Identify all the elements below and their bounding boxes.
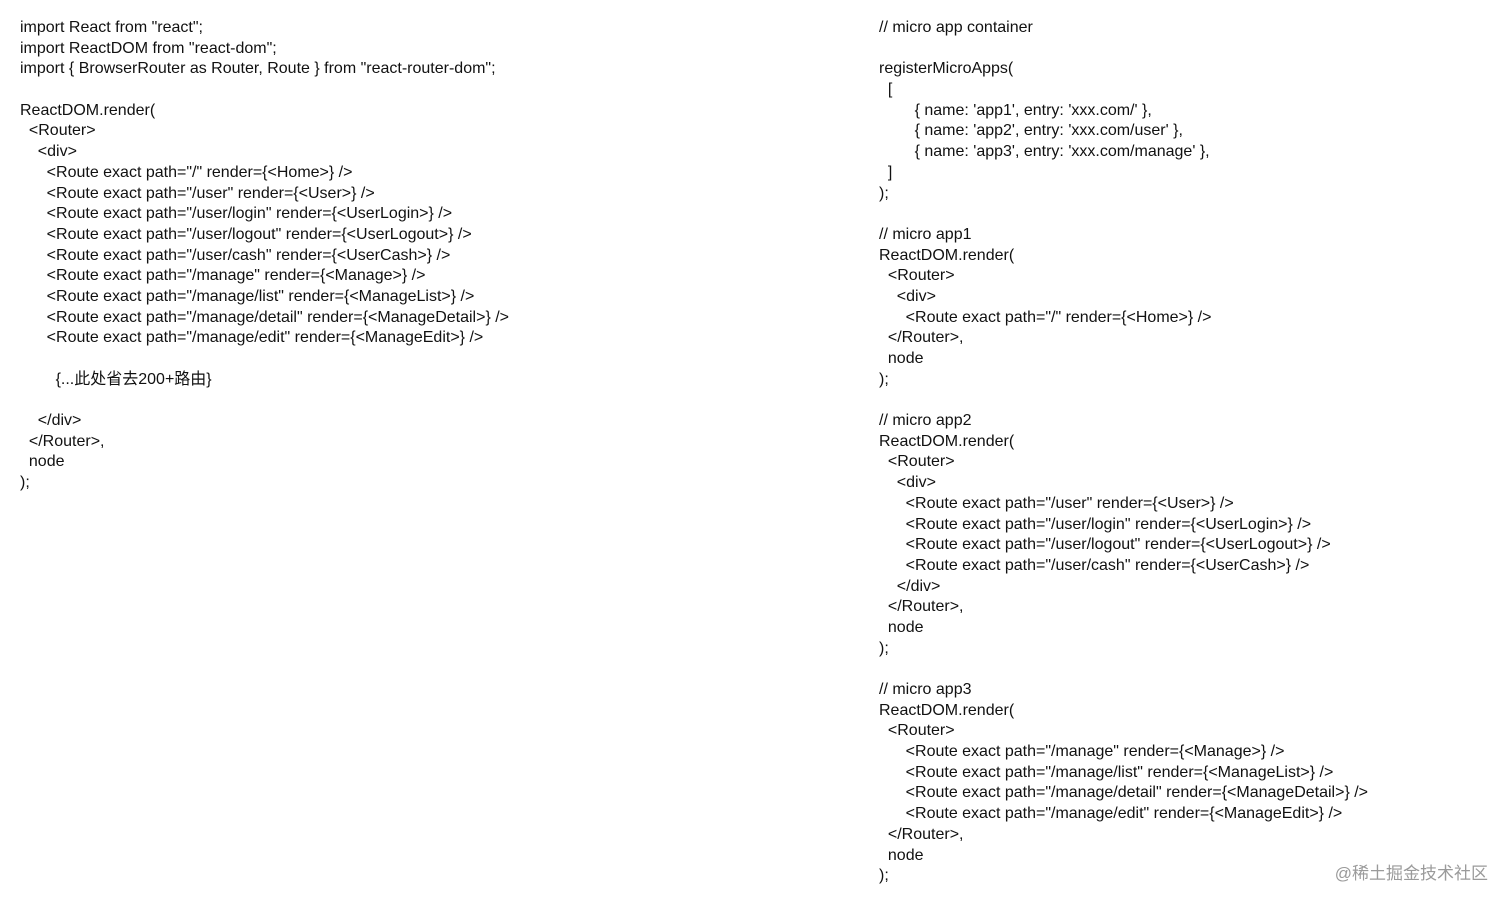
code-line xyxy=(879,390,1499,411)
code-line: </div> xyxy=(20,412,82,430)
code-line: node xyxy=(20,453,65,471)
code-line: // micro app3 xyxy=(879,681,972,698)
code-line: import React from "react"; xyxy=(20,19,203,36)
code-line xyxy=(879,39,1499,60)
code-line: <Route exact path="/manage/list" render=… xyxy=(20,287,475,305)
code-line: <div> xyxy=(20,143,77,161)
code-line: <Route exact path="/user" render={<User>… xyxy=(879,494,1234,512)
code-line: <Route exact path="/user/cash" render={<… xyxy=(20,246,451,264)
code-line: <div> xyxy=(879,287,936,305)
code-line: {...此处省去200+路由} xyxy=(20,370,212,388)
code-line: <Router> xyxy=(879,267,955,285)
code-line: <Route exact path="/manage/detail" rende… xyxy=(20,308,510,326)
code-line: <Route exact path="/user/login" render={… xyxy=(879,515,1312,533)
code-line: { name: 'app1', entry: 'xxx.com/' }, xyxy=(879,101,1152,119)
code-line xyxy=(879,659,1499,680)
code-line: <Route exact path="/user/logout" render=… xyxy=(20,225,472,243)
code-line: node xyxy=(879,846,924,864)
code-line: { name: 'app3', entry: 'xxx.com/manage' … xyxy=(879,143,1210,161)
code-line: ); xyxy=(20,474,30,492)
code-line: <Router> xyxy=(20,122,96,140)
code-line: ReactDOM.render( xyxy=(879,246,1015,264)
code-line: ); xyxy=(879,867,889,885)
code-line: </Router>, xyxy=(879,825,964,843)
code-line xyxy=(879,204,1499,225)
code-line: <Route exact path="/user/cash" render={<… xyxy=(879,556,1310,574)
code-line: <Route exact path="/manage/edit" render=… xyxy=(20,329,484,347)
code-line: </Router>, xyxy=(20,432,105,450)
watermark: @稀土掘金技术社区 xyxy=(1334,864,1488,883)
code-line: <Route exact path="/user/logout" render=… xyxy=(879,536,1331,554)
code-line: // micro app2 xyxy=(879,412,972,430)
code-line: node xyxy=(879,350,924,367)
code-line: <div> xyxy=(879,474,936,492)
code-line: ReactDOM.render( xyxy=(879,432,1015,450)
code-line: <Route exact path="/manage" render={<Man… xyxy=(20,267,426,285)
code-line: // micro app1 xyxy=(879,225,972,243)
code-line: ); xyxy=(879,370,889,388)
code-line: ReactDOM.render( xyxy=(20,101,156,119)
code-line: ); xyxy=(879,184,889,202)
code-line: <Route exact path="/user" render={<User>… xyxy=(20,184,375,202)
monolith-router-code: import React from "react"; import ReactDO… xyxy=(20,18,840,494)
code-line xyxy=(20,80,840,101)
code-line: ReactDOM.render( xyxy=(879,701,1015,719)
code-line: import ReactDOM from "react-dom"; xyxy=(20,39,277,57)
micro-apps-code: // micro app container registerMicroApps(… xyxy=(879,18,1499,887)
code-line: <Route exact path="/user/login" render={… xyxy=(20,205,453,223)
code-line: [ xyxy=(879,81,893,99)
code-line: <Route exact path="/" render={<Home>} /> xyxy=(879,308,1212,326)
code-line: <Route exact path="/" render={<Home>} /> xyxy=(20,163,353,181)
code-line xyxy=(20,349,840,370)
code-line: <Route exact path="/manage/detail" rende… xyxy=(879,784,1369,802)
code-line: node xyxy=(879,618,924,636)
code-line: <Route exact path="/manage" render={<Man… xyxy=(879,743,1285,761)
code-line: <Route exact path="/manage/edit" render=… xyxy=(879,805,1343,823)
code-line: </Router>, xyxy=(879,329,964,347)
code-line: { name: 'app2', entry: 'xxx.com/user' }, xyxy=(879,122,1183,140)
code-line: <Router> xyxy=(879,453,955,471)
code-line: ] xyxy=(879,163,893,181)
code-line xyxy=(20,390,840,411)
code-line: <Router> xyxy=(879,722,955,740)
code-line: </Router>, xyxy=(879,598,964,616)
code-line: // micro app container xyxy=(879,19,1033,36)
code-line: <Route exact path="/manage/list" render=… xyxy=(879,763,1334,781)
code-line: ); xyxy=(879,639,889,657)
code-line: registerMicroApps( xyxy=(879,60,1014,78)
code-line: </div> xyxy=(879,577,941,595)
code-line: import { BrowserRouter as Router, Route … xyxy=(20,60,496,78)
